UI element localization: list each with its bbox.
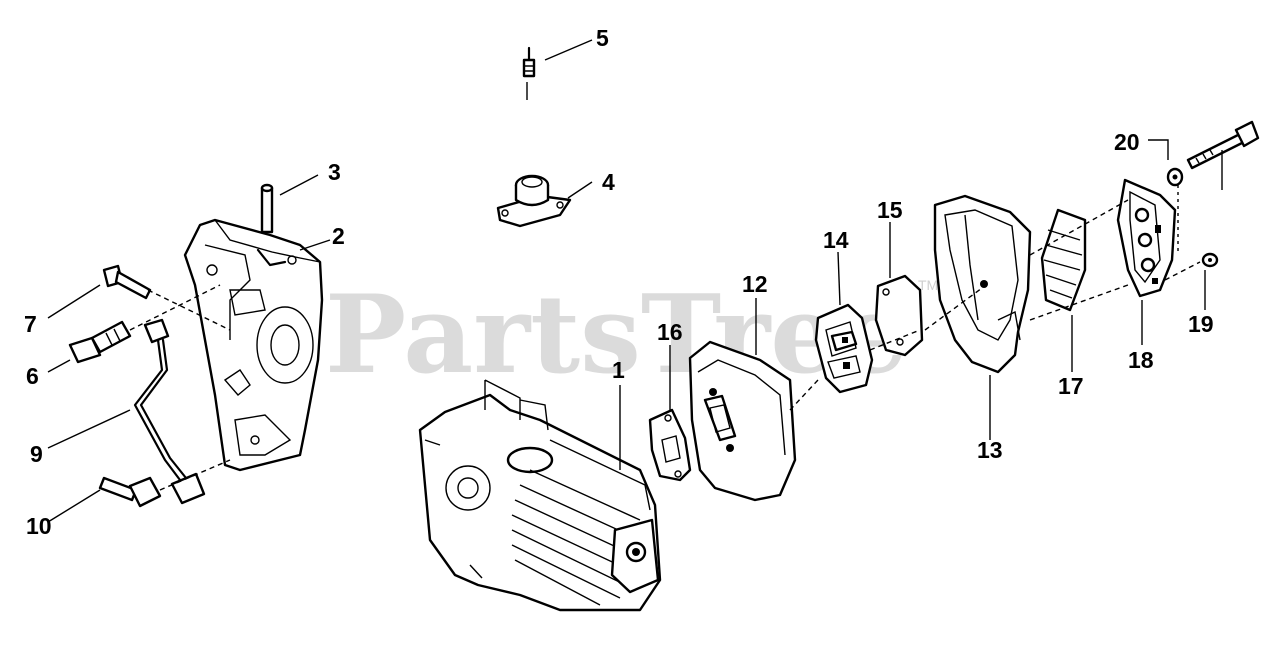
callout-19: 20 — [1114, 129, 1140, 155]
part-screen[interactable] — [1040, 208, 1087, 312]
watermark-text: PartsTree — [325, 272, 908, 398]
callout-12: 13 — [977, 437, 1003, 463]
callout-13: 14 — [823, 227, 849, 253]
callout-1: 1 — [612, 357, 625, 383]
callout-16: 17 — [1058, 373, 1084, 399]
callout-2: 2 — [332, 223, 345, 249]
callout-18: 19 — [1188, 311, 1214, 337]
part-port-fitting[interactable] — [496, 174, 572, 228]
callout-15: 16 — [657, 319, 683, 345]
part-nut[interactable] — [1166, 167, 1184, 187]
part-muffler-body[interactable] — [688, 340, 797, 502]
part-small-screw[interactable] — [522, 46, 536, 78]
callout-4: 10 — [26, 513, 52, 539]
watermark-trademark: TM — [918, 277, 938, 293]
part-cylinder[interactable] — [418, 379, 662, 612]
part-spark-arrestor[interactable] — [1116, 178, 1177, 298]
part-small-nut[interactable] — [1201, 252, 1219, 268]
callout-17: 18 — [1128, 347, 1154, 373]
callout-10: 5 — [596, 25, 609, 51]
callout-5: 3 — [328, 159, 341, 185]
part-gasket[interactable] — [648, 408, 692, 482]
callout-9: 4 — [602, 169, 615, 195]
part-long-bolt[interactable] — [1186, 120, 1260, 170]
callout-6: 6 — [26, 363, 39, 389]
part-muffler-cover[interactable] — [933, 194, 1032, 374]
part-bolt[interactable] — [68, 320, 132, 364]
callout-7: 7 — [24, 311, 37, 337]
part-plate-gasket[interactable] — [874, 274, 924, 357]
part-crankcase[interactable] — [183, 218, 324, 472]
part-pin-head[interactable] — [98, 476, 162, 508]
part-pin[interactable] — [260, 183, 274, 234]
leader-lines — [47, 39, 1223, 523]
part-screw[interactable] — [102, 264, 152, 300]
part-baffle[interactable] — [814, 303, 874, 394]
callout-11: 12 — [742, 271, 768, 297]
callout-3: 9 — [30, 441, 43, 467]
callout-14: 15 — [877, 197, 903, 223]
